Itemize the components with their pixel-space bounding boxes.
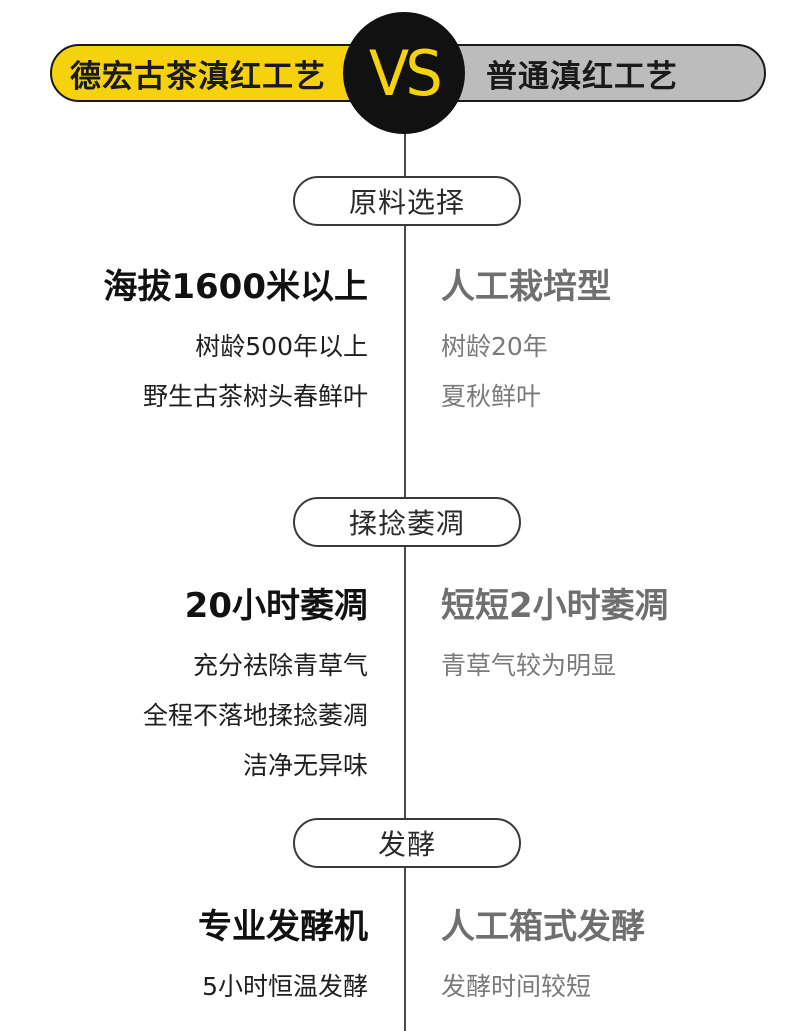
right-heading: 人工栽培型 (441, 267, 611, 307)
left-detail: 全程不落地揉捻萎凋 (142, 701, 368, 730)
left-detail: 充分祛除青草气 (192, 651, 368, 680)
timeline-divider (404, 120, 406, 1031)
left-detail: 野生古茶树头春鲜叶 (142, 382, 368, 411)
right-column-rolling-withering: 短短2小时萎凋 青草气较为明显 (441, 578, 669, 691)
right-detail: 夏秋鲜叶 (441, 382, 542, 411)
ordinary-process-label: 普通滇红工艺 (486, 58, 678, 95)
left-detail: 树龄500年以上 (195, 332, 368, 361)
section-label-fermentation: 发酵 (293, 818, 521, 868)
vs-label: VS (368, 36, 443, 110)
section-label-rolling-withering: 揉捻萎凋 (293, 497, 521, 547)
right-column-raw-material: 人工栽培型 树龄20年 夏秋鲜叶 (441, 259, 611, 422)
left-heading: 海拔1600米以上 (103, 267, 368, 307)
right-detail: 发酵时间较短 (441, 972, 592, 1001)
right-detail: 青草气较为明显 (441, 651, 617, 680)
left-column-rolling-withering: 20小时萎凋 充分祛除青草气 全程不落地揉捻萎凋 洁净无异味 (143, 578, 368, 791)
right-detail: 树龄20年 (441, 332, 548, 361)
vs-badge: VS (343, 12, 465, 134)
right-heading: 人工箱式发酵 (441, 907, 645, 947)
premium-process-label: 德宏古茶滇红工艺 (70, 58, 326, 95)
section-label-text: 原料选择 (348, 186, 465, 219)
section-label-raw-material: 原料选择 (293, 176, 521, 226)
premium-process-title: 德宏古茶滇红工艺 (50, 44, 380, 102)
right-column-fermentation: 人工箱式发酵 发酵时间较短 (441, 899, 645, 1012)
left-heading: 20小时萎凋 (184, 586, 368, 626)
left-detail: 5小时恒温发酵 (202, 972, 368, 1001)
left-column-raw-material: 海拔1600米以上 树龄500年以上 野生古茶树头春鲜叶 (103, 259, 368, 422)
section-label-text: 发酵 (377, 828, 436, 861)
left-column-fermentation: 专业发酵机 5小时恒温发酵 (198, 899, 368, 1012)
right-heading: 短短2小时萎凋 (441, 586, 669, 626)
ordinary-process-title: 普通滇红工艺 (430, 44, 766, 102)
section-label-text: 揉捻萎凋 (348, 507, 465, 540)
left-detail: 洁净无异味 (242, 751, 368, 780)
left-heading: 专业发酵机 (198, 907, 368, 947)
